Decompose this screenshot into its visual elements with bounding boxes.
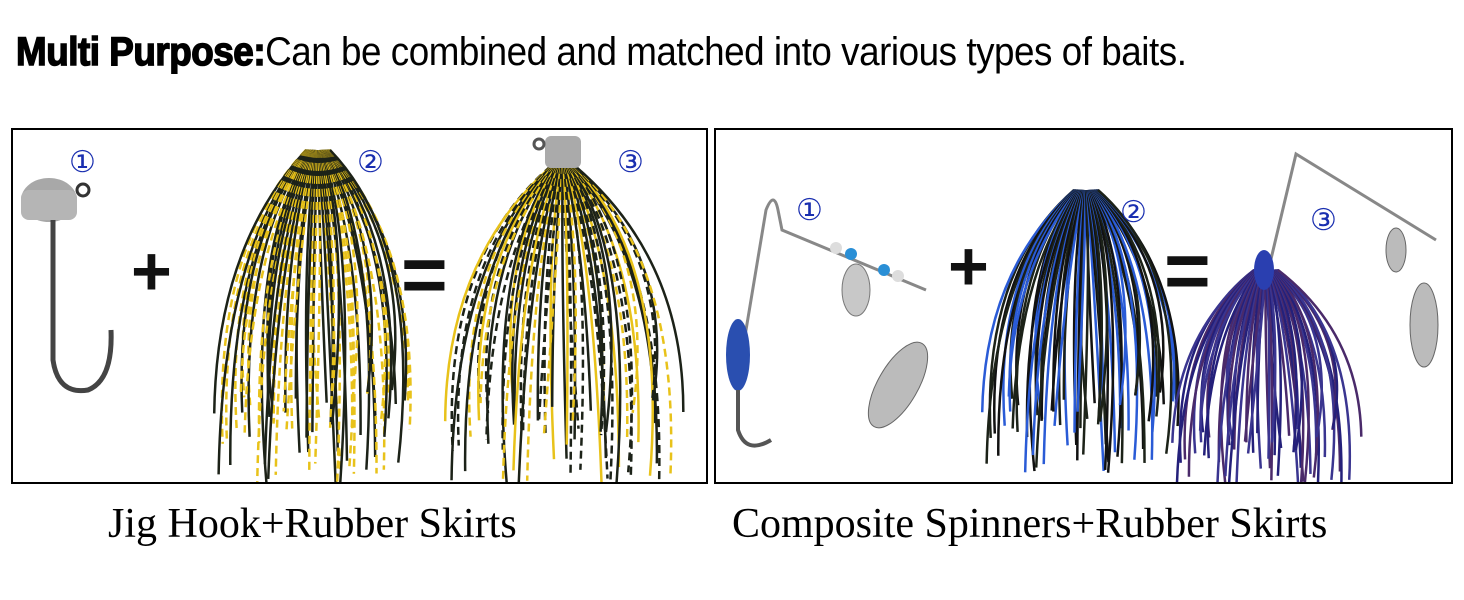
spinner-frame-image xyxy=(726,198,929,448)
yellow-skirt-image xyxy=(212,149,412,482)
marker-2: ② xyxy=(357,146,384,179)
marker-1: ① xyxy=(69,146,96,179)
marker-1: ① xyxy=(796,194,823,227)
caption-spinner-combo: Composite Spinners+Rubber Skirts xyxy=(732,501,1328,547)
jig-hook-image xyxy=(21,178,114,394)
headline-text: Can be combined and matched into various… xyxy=(265,30,1187,74)
equals-sign: = xyxy=(401,230,448,319)
jig-combo-illustration: ① + ② = ③ xyxy=(21,136,685,482)
marker-2: ② xyxy=(1120,196,1147,229)
marker-3: ③ xyxy=(1310,204,1337,237)
headline: Multi Purpose:Can be combined and matche… xyxy=(15,29,1187,75)
blue-black-skirt-image xyxy=(980,189,1180,473)
marker-3: ③ xyxy=(617,146,644,179)
caption-jig-combo: Jig Hook+Rubber Skirts xyxy=(108,501,517,547)
spinner-combo-panel: ① + ② = ③ xyxy=(714,128,1453,484)
spinner-combo-illustration: ① + ② = ③ xyxy=(726,151,1439,482)
assembled-jig-image xyxy=(443,136,685,482)
headline-bold: Multi Purpose: xyxy=(15,29,266,75)
plus-sign: + xyxy=(948,227,989,305)
assembled-spinner-image xyxy=(1171,151,1439,482)
plus-sign: + xyxy=(131,232,172,310)
jig-combo-panel: ① + ② = ③ xyxy=(11,128,708,484)
equals-sign: = xyxy=(1164,226,1211,315)
